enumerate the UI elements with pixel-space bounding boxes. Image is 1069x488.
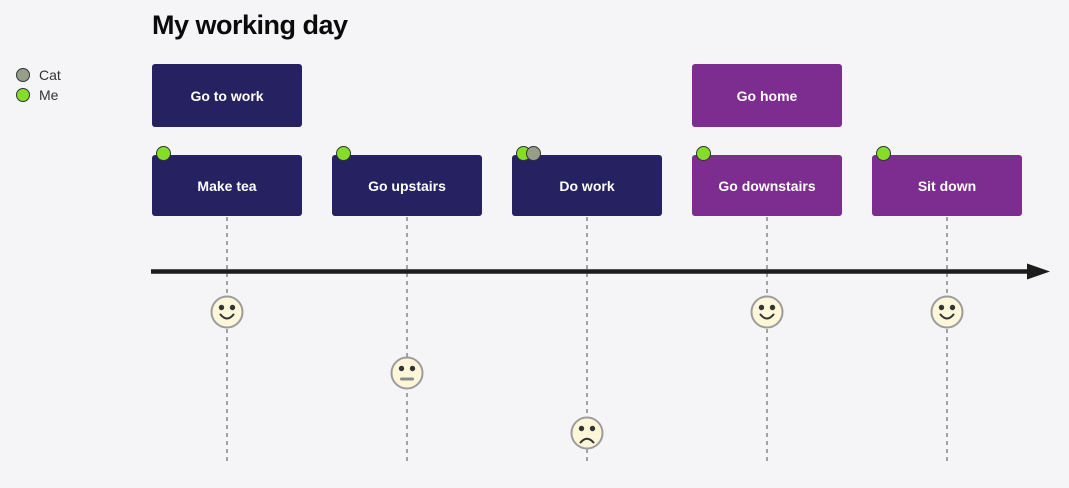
face-circle bbox=[210, 295, 244, 329]
face-eye bbox=[589, 425, 596, 432]
me-actor-dot-icon bbox=[876, 146, 891, 161]
axis-arrowhead-icon bbox=[1027, 263, 1050, 280]
face-circle bbox=[930, 295, 964, 329]
legend-label-cat: Cat bbox=[39, 67, 61, 83]
task-label: Make tea bbox=[197, 177, 257, 194]
task-label: Do work bbox=[559, 177, 615, 194]
diagram-title: My working day bbox=[152, 10, 348, 40]
me-actor-dot-icon bbox=[16, 88, 30, 102]
task-box-sit-down: Sit down bbox=[872, 146, 1022, 216]
cat-actor-dot-icon bbox=[16, 68, 30, 82]
face-eye bbox=[229, 304, 236, 311]
face-eye bbox=[769, 304, 776, 311]
happy-face-icon bbox=[750, 295, 784, 329]
legend-item-cat: Cat bbox=[16, 65, 61, 85]
task-box-make-tea: Make tea bbox=[152, 146, 302, 216]
section-label: Go home bbox=[736, 87, 798, 104]
smile-mouth bbox=[219, 313, 235, 320]
section-box-go-home: Go home bbox=[692, 64, 842, 127]
face-circle bbox=[570, 416, 604, 450]
face-eye bbox=[409, 365, 416, 372]
task-label: Sit down bbox=[917, 177, 977, 194]
section-label: Go to work bbox=[190, 87, 264, 104]
task-guidelines bbox=[226, 217, 948, 462]
task-box-go-upstairs: Go upstairs bbox=[332, 146, 482, 216]
me-actor-dot-icon bbox=[696, 146, 711, 161]
legend-label-me: Me bbox=[39, 87, 59, 103]
smile-mouth bbox=[759, 313, 775, 320]
actor-legend: Cat Me bbox=[16, 65, 61, 105]
section-box-go-to-work: Go to work bbox=[152, 64, 302, 127]
cat-actor-dot-icon bbox=[526, 146, 541, 161]
face-circle bbox=[750, 295, 784, 329]
task-label: Go upstairs bbox=[368, 177, 446, 194]
face-eye bbox=[578, 425, 585, 432]
task-box-do-work: Do work bbox=[512, 146, 662, 216]
smile-mouth bbox=[939, 313, 955, 320]
face-eye bbox=[758, 304, 765, 311]
face-eye bbox=[218, 304, 225, 311]
sad-face-icon bbox=[570, 416, 604, 450]
task-label: Go downstairs bbox=[718, 177, 816, 194]
legend-item-me: Me bbox=[16, 85, 61, 105]
task-box-go-downstairs: Go downstairs bbox=[692, 146, 842, 216]
face-eye bbox=[938, 304, 945, 311]
me-actor-dot-icon bbox=[336, 146, 351, 161]
timeline-axis-arrow bbox=[151, 263, 1050, 280]
me-actor-dot-icon bbox=[156, 146, 171, 161]
happy-face-icon bbox=[930, 295, 964, 329]
face-circle bbox=[390, 356, 424, 390]
face-eye bbox=[398, 365, 405, 372]
happy-face-icon bbox=[210, 295, 244, 329]
frown-mouth bbox=[579, 437, 595, 444]
neutral-face-icon bbox=[390, 356, 424, 390]
face-eye bbox=[949, 304, 956, 311]
